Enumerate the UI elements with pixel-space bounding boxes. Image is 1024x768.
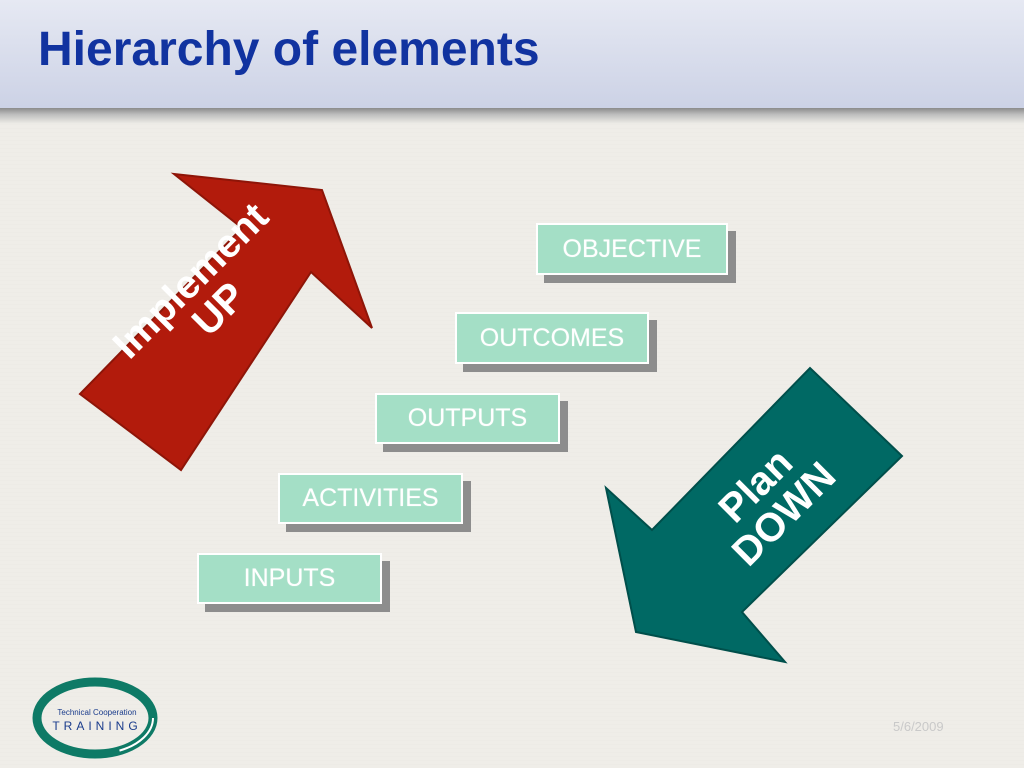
- activities-box: ACTIVITIES: [278, 473, 471, 532]
- objective-box: OBJECTIVE: [536, 223, 736, 283]
- outcomes-box: OUTCOMES: [455, 312, 657, 372]
- logo-line2: TRAINING: [52, 719, 142, 733]
- slide-title: Hierarchy of elements: [38, 23, 540, 76]
- inputs-box: INPUTS: [197, 553, 390, 612]
- outputs-box-label: OUTPUTS: [375, 393, 560, 444]
- technical-cooperation-training-logo: Technical Cooperation TRAINING: [30, 676, 160, 760]
- objective-box-label: OBJECTIVE: [536, 223, 728, 275]
- outcomes-box-label: OUTCOMES: [455, 312, 649, 364]
- header-divider: [0, 108, 1024, 124]
- logo-ring-icon: [32, 677, 158, 759]
- activities-box-label: ACTIVITIES: [278, 473, 463, 524]
- inputs-box-label: INPUTS: [197, 553, 382, 604]
- logo-line1: Technical Cooperation: [57, 708, 137, 717]
- outputs-box: OUTPUTS: [375, 393, 568, 452]
- slide-header: Hierarchy of elements: [0, 0, 1024, 112]
- slide-date: 5/6/2009: [893, 719, 944, 734]
